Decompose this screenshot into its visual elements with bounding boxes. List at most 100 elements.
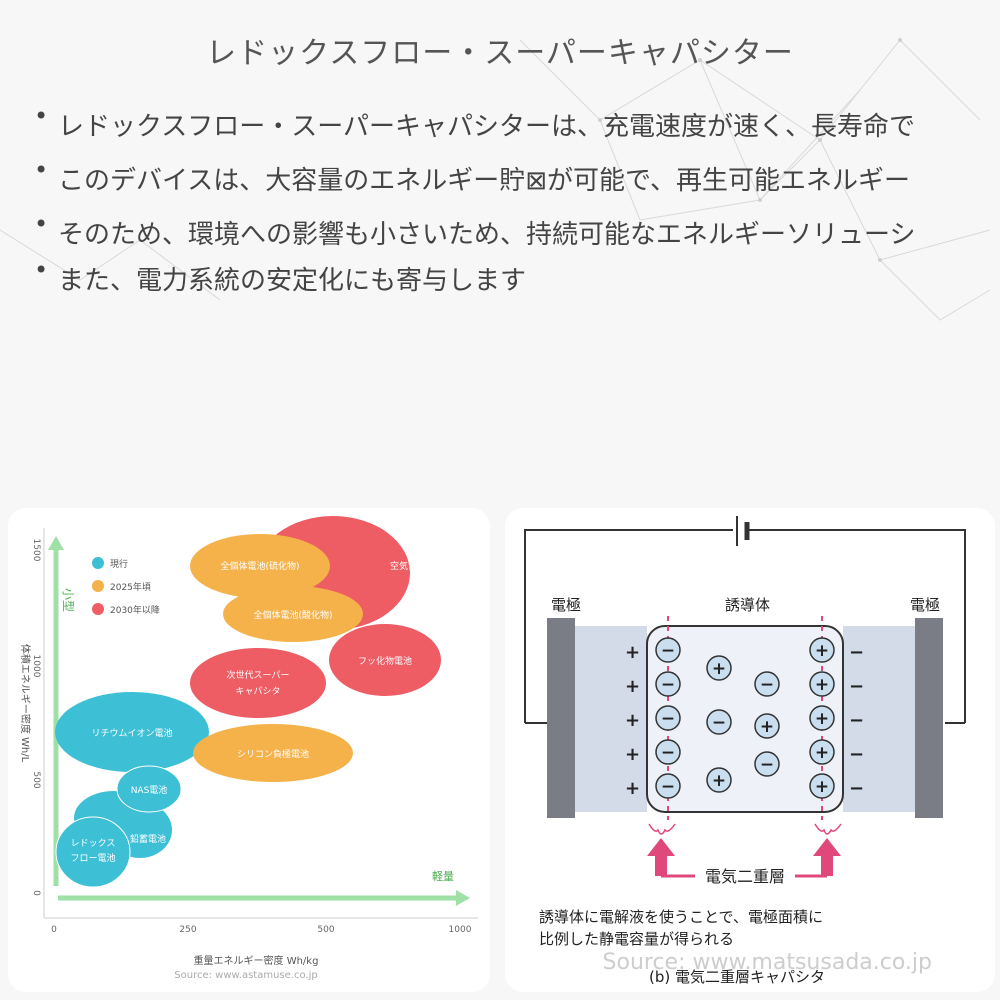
y-arrow-label: 小型 [61, 588, 75, 612]
y-arrowhead [48, 536, 64, 550]
legend-swatch [92, 603, 104, 615]
cation-circle [809, 671, 835, 697]
electrode-left [547, 618, 575, 818]
legend-swatch [92, 557, 104, 569]
energy-density-chart-panel: 小型 軽量 体積エネルギー密度 Wh/L 0 500 1000 1500 0 2… [8, 508, 490, 992]
anion-sign: − [661, 777, 675, 797]
minus-sign: − [849, 642, 864, 663]
brace-left [648, 823, 676, 835]
cation-circle [706, 767, 732, 793]
page-title: レドックスフロー・スーパーキャパシター [206, 36, 794, 71]
description-line-1: 誘導体に電解液を使うことで、電極面積に [539, 908, 823, 926]
minus-sign: − [849, 744, 864, 765]
bubble-label: レドックス [71, 838, 116, 849]
arrow-right-head [813, 838, 841, 856]
anion-circle [706, 709, 732, 735]
bullet-dot: • [34, 210, 49, 238]
page-source-watermark: Source: www.matsusada.co.jp [602, 950, 932, 975]
bubble-lithium-ion [55, 692, 209, 772]
bubble-solid-oxide [223, 586, 363, 642]
bubble-label: 鉛蓄電池 [130, 833, 166, 845]
cation-circle [809, 773, 835, 799]
bullet-list: • レドックスフロー・スーパーキャパシターは、充電速度が速く、長寿命で • この… [34, 100, 1000, 304]
anion-sign: − [760, 755, 774, 775]
circuit-wire-left [524, 529, 733, 723]
cation-circle [754, 713, 780, 739]
chart-source: Source: www.astamuse.co.jp [174, 970, 317, 981]
cation-sign: + [815, 709, 829, 729]
anion-sign: − [760, 675, 774, 695]
minus-sign: − [849, 676, 864, 697]
legend-label: 現行 [110, 558, 128, 570]
bullet-dot: • [34, 256, 49, 284]
diagram-caption: (b) 電気二重層キャパシタ [649, 968, 825, 986]
cation-circle [809, 705, 835, 731]
description-line-2: 比例した静電容量が得られる [539, 930, 734, 948]
electrolyte-left [575, 626, 647, 812]
cation-sign: + [815, 777, 829, 797]
bubble-label: 次世代スーパー [227, 669, 290, 681]
electrode-left-label: 電極 [551, 596, 581, 614]
x-arrowhead [456, 890, 470, 906]
anion-circle [754, 751, 780, 777]
bubble-label: 全個体電池(酸化物) [253, 609, 332, 621]
minus-sign: − [849, 778, 864, 799]
cation-circle [706, 655, 732, 681]
bullet-text: このデバイスは、大容量のエネルギー貯⊠が可能で、再生可能エネルギー [58, 166, 910, 196]
bullet-dot: • [34, 156, 49, 184]
anion-circle [655, 705, 681, 731]
double-layer-label: 電気二重層 [705, 867, 785, 886]
plus-sign: + [625, 676, 640, 697]
plus-sign: + [625, 710, 640, 731]
plus-sign: + [625, 642, 640, 663]
bubble-label: フッ化物電池 [358, 655, 412, 667]
bullet-text: また、電力系統の安定化にも寄与します [58, 266, 527, 296]
bubble-solid-sulfide [190, 534, 330, 598]
arrow-right-stem [821, 854, 833, 876]
bullet-item: • レドックスフロー・スーパーキャパシターは、充電速度が速く、長寿命で [34, 100, 1000, 154]
anion-sign: − [661, 675, 675, 695]
anion-circle [754, 671, 780, 697]
bubble-next-gen-supercap [190, 648, 326, 718]
cation-circle [809, 739, 835, 765]
x-tick: 250 [179, 925, 196, 935]
plus-sign: + [625, 744, 640, 765]
edlc-diagram: 電極 電極 誘導体 + + + + + − − − − − −−−−−+++++… [524, 516, 966, 986]
y-tick: 500 [31, 771, 41, 788]
cation-sign: + [815, 743, 829, 763]
anion-circle [655, 773, 681, 799]
bullet-item: • また、電力系統の安定化にも寄与します [34, 254, 1000, 304]
minus-sign: − [849, 710, 864, 731]
circuit-wire-right [749, 529, 966, 723]
y-tick: 0 [31, 890, 41, 896]
anion-sign: − [712, 713, 726, 733]
x-tick: 1000 [449, 925, 472, 935]
bubble-label: 全個体電池(硫化物) [220, 560, 299, 572]
bullet-item: • そのため、環境への影響も小さいため、持続可能なエネルギーソリューシ [34, 208, 1000, 262]
bullet-item: • このデバイスは、大容量のエネルギー貯⊠が可能で、再生可能エネルギー [34, 154, 1000, 208]
bullet-text: そのため、環境への影響も小さいため、持続可能なエネルギーソリューシ [58, 220, 916, 250]
bubble-label: フロー電池 [70, 852, 115, 864]
bubble-redox-flow [55, 816, 131, 888]
y-tick: 1500 [31, 539, 41, 562]
cation-sign: + [815, 641, 829, 661]
y-axis-label: 体積エネルギー密度 Wh/L [19, 644, 32, 763]
x-tick: 500 [317, 925, 334, 935]
energy-density-chart: 小型 軽量 体積エネルギー密度 Wh/L 0 500 1000 1500 0 2… [19, 516, 478, 981]
anion-sign: − [661, 743, 675, 763]
anion-circle [655, 671, 681, 697]
legend-label: 2030年以降 [110, 604, 160, 616]
dielectric-region [646, 625, 844, 813]
arrow-left-stem [655, 854, 667, 876]
bubble-label: 空気電池 [390, 560, 426, 572]
anion-circle [655, 637, 681, 663]
electrode-right-label: 電極 [910, 596, 940, 614]
cation-circle [809, 637, 835, 663]
bullet-text: レドックスフロー・スーパーキャパシターは、充電速度が速く、長寿命で [58, 112, 915, 142]
electrode-right [915, 618, 943, 818]
electrolyte-right [843, 626, 915, 812]
edlc-diagram-panel: 電極 電極 誘導体 + + + + + − − − − − −−−−−+++++… [505, 508, 995, 992]
bubble-fluoride [329, 624, 441, 696]
y-tick: 1000 [31, 655, 41, 678]
bubble-label: リチウムイオン電池 [91, 727, 172, 739]
